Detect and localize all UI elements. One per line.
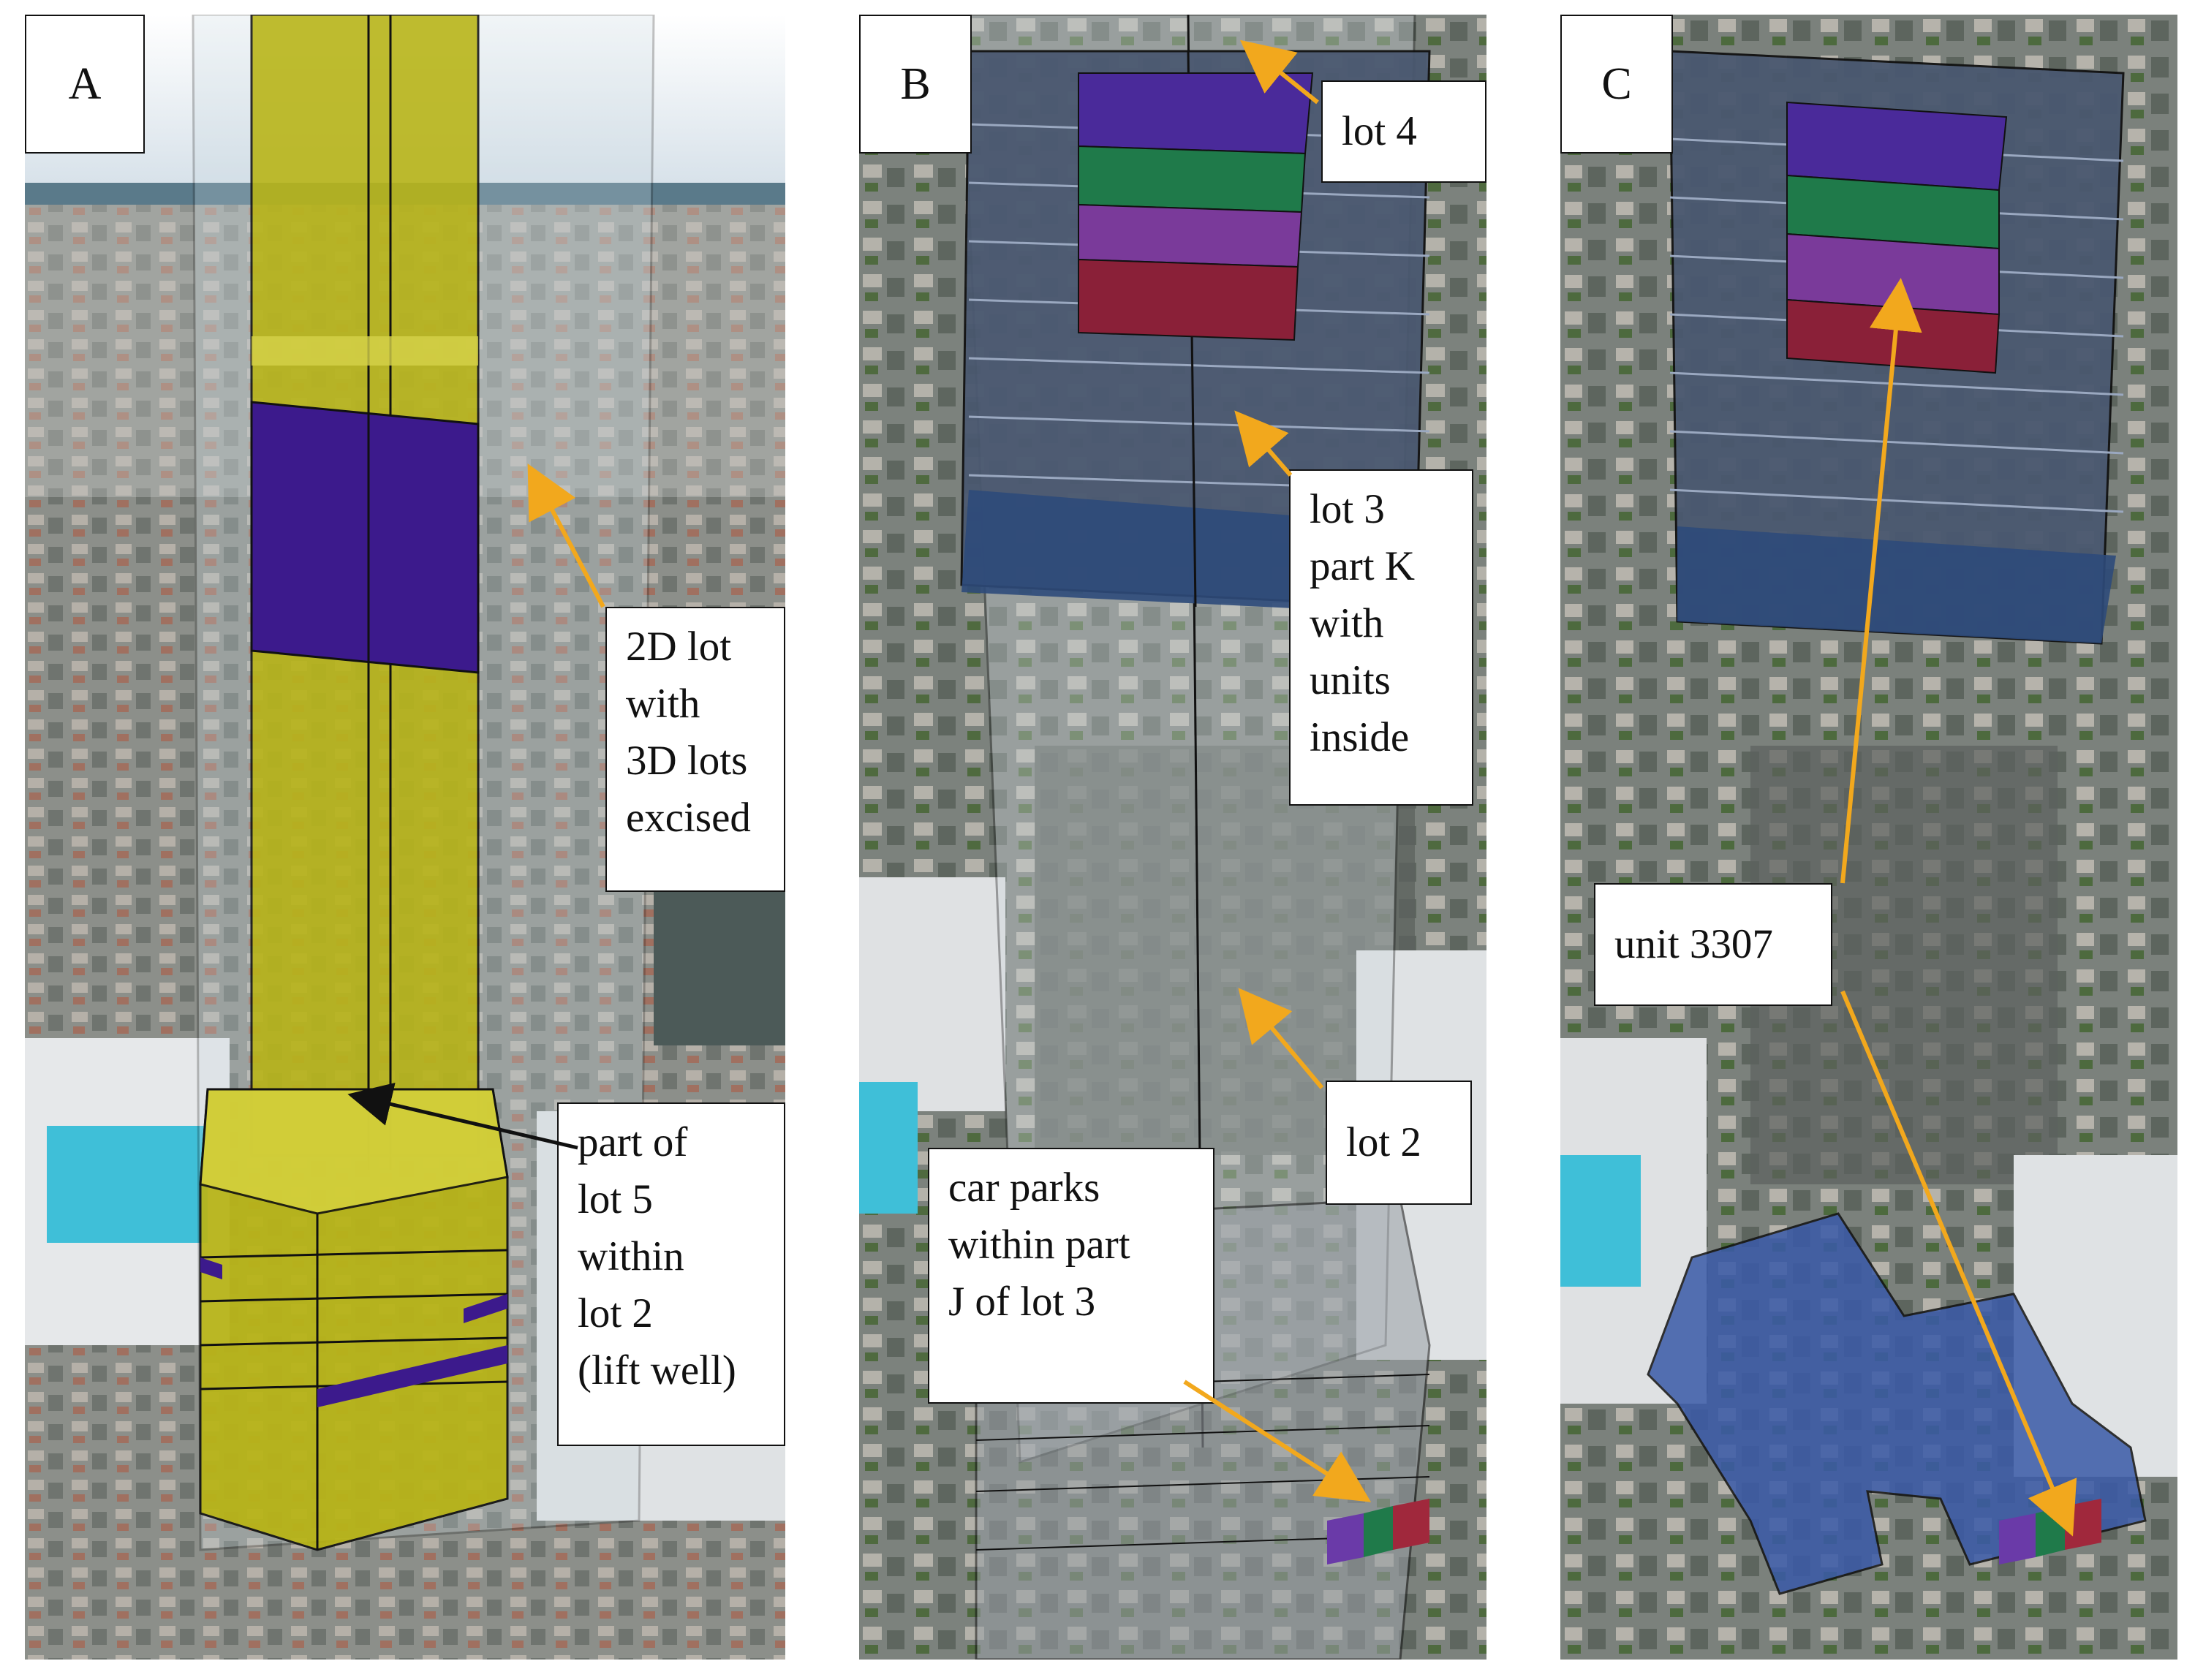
callout-line: with xyxy=(1310,600,1384,646)
floor-line xyxy=(968,415,1430,433)
panel-label-b: B xyxy=(859,15,972,154)
car-park-purple xyxy=(1999,1513,2036,1564)
swimming-pool xyxy=(859,1082,918,1214)
car-park-green xyxy=(2036,1506,2065,1557)
callout-line: unit 3307 xyxy=(1614,921,1773,967)
unit-green xyxy=(1078,145,1307,213)
car-park-red xyxy=(1393,1499,1429,1550)
swimming-pool xyxy=(47,1126,208,1243)
panel-label-c: C xyxy=(1560,15,1673,154)
podium-floor xyxy=(200,1336,508,1347)
white-building xyxy=(859,877,1005,1111)
callout-line: within xyxy=(578,1233,684,1279)
podium-floor xyxy=(200,1249,508,1259)
callout-line: part K xyxy=(1310,543,1416,589)
car-park-purple xyxy=(1327,1513,1364,1564)
panel-b: B lot 4 lot 3 part K with units inside l… xyxy=(859,15,1486,1660)
callout-line: (lift well) xyxy=(578,1347,736,1393)
callout-line: 2D lot xyxy=(626,624,732,670)
callout-line: 3D lots xyxy=(626,738,748,784)
callout-line: excised xyxy=(626,795,751,841)
callout-unit-3307: unit 3307 xyxy=(1594,883,1832,1006)
car-park-red xyxy=(2065,1499,2101,1550)
callout-line: lot 5 xyxy=(578,1176,653,1222)
callout-line: lot 2 xyxy=(578,1290,653,1336)
callout-line: lot 2 xyxy=(1346,1119,1421,1165)
podium-purple-strip xyxy=(200,1257,222,1279)
car-park-green xyxy=(1364,1506,1393,1557)
callout-line: part of xyxy=(578,1119,688,1165)
callout-line: units xyxy=(1310,657,1391,703)
panel-a-scene xyxy=(25,15,785,1660)
swimming-pool xyxy=(1560,1155,1641,1287)
callout-line: with xyxy=(626,681,700,727)
purple-lot xyxy=(250,401,480,674)
podium-purple-strip xyxy=(317,1345,507,1407)
callout-lot-3-part-k: lot 3 part K with units inside xyxy=(1289,469,1473,806)
unit-violet xyxy=(1078,203,1303,268)
callout-lot-2: lot 2 xyxy=(1326,1081,1472,1205)
tower-band xyxy=(252,336,478,366)
callout-2d-lot: 2D lot with 3D lots excised xyxy=(605,607,785,892)
panel-a: A 2D lot with 3D lots excised part of lo… xyxy=(25,15,785,1660)
callout-lot-4: lot 4 xyxy=(1321,80,1486,183)
panel-c-scene xyxy=(1560,15,2177,1660)
floor-line xyxy=(968,357,1430,374)
callout-line: car parks xyxy=(948,1165,1100,1211)
panel-c: C unit 3307 xyxy=(1560,15,2177,1660)
callout-car-parks: car parks within part J of lot 3 xyxy=(928,1148,1214,1404)
podium-floor xyxy=(200,1293,508,1303)
callout-line: within part xyxy=(948,1222,1130,1268)
callout-line: J of lot 3 xyxy=(948,1279,1096,1325)
panel-b-scene xyxy=(859,15,1486,1660)
callout-line: lot 3 xyxy=(1310,486,1385,532)
callout-line: lot 4 xyxy=(1342,108,1417,154)
podium-purple-strip xyxy=(464,1294,507,1323)
unit-red xyxy=(1078,258,1299,341)
panel-label-a: A xyxy=(25,15,145,154)
unit-purple xyxy=(1786,101,2008,192)
callout-lift-well: part of lot 5 within lot 2 (lift well) xyxy=(557,1102,785,1446)
unit-lot-4 xyxy=(1078,72,1314,155)
callout-line: inside xyxy=(1310,714,1410,760)
